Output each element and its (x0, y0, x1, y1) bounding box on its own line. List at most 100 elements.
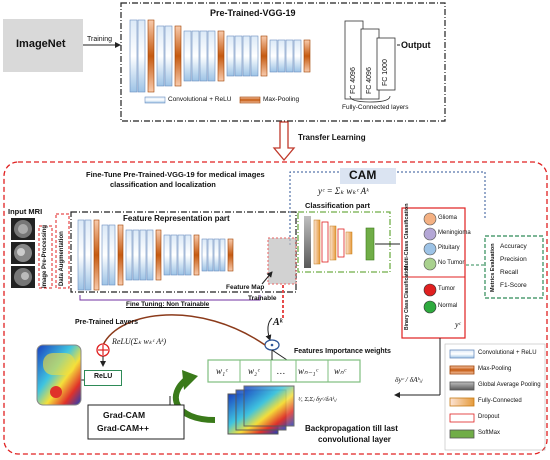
fc-label-3: FC 1000 (382, 59, 389, 86)
fc-label-2: FC 4096 (366, 67, 373, 94)
conv-layer (146, 229, 154, 281)
metric-precision: Precision (500, 256, 527, 263)
conv-layer (207, 30, 216, 82)
conv-layer (250, 35, 259, 77)
grad-formula-2: δyᶜ / δAᵏᵢⱼ (395, 375, 423, 384)
weight-n-1: wₙ₋₁ᶜ (298, 366, 318, 376)
classification-part-label: Classification part (305, 201, 371, 210)
conv-layer (129, 19, 138, 93)
conv-layer (277, 39, 286, 73)
conv-layer (170, 234, 178, 276)
cam-formula: yᶜ = Σₖ wₖᶜ Aᵏ (318, 186, 369, 196)
metric-accuracy: Accuracy (500, 243, 527, 250)
binary-label: Normal (438, 303, 458, 309)
augmentation-box (55, 213, 70, 289)
legend-label: Fully-Connected (478, 398, 522, 404)
conv-layer (164, 25, 173, 87)
legend-swatch (449, 381, 475, 391)
legend-swatch (449, 397, 475, 407)
class-label: No Tumor (438, 260, 465, 266)
preprocessing-box (38, 225, 53, 289)
multi-class-label: Multi-Class Classification (404, 203, 410, 270)
main-title-line2: classification and localization (110, 180, 216, 189)
relu-formula: ReLU(Σₖ wₖᶜ Aᵏ) (112, 337, 166, 346)
conv-layer (183, 30, 192, 82)
main-layer-stack (77, 219, 234, 291)
main-title-line1: Fine-Tune Pre-Trained-VGG-19 for medical… (86, 170, 265, 179)
conv-layer (201, 238, 208, 272)
legend-swatches (449, 349, 475, 439)
transfer-learning-label: Transfer Learning (298, 133, 366, 142)
cam-label-bg (340, 168, 396, 184)
pool-layer (193, 234, 200, 276)
top-fc-blocks (344, 20, 396, 100)
legend-swatch (449, 429, 475, 439)
conv-layer (156, 25, 165, 87)
conv-layer (139, 229, 147, 281)
binary-circle (423, 283, 437, 297)
pool-layer (174, 25, 182, 87)
conv-layer (293, 39, 302, 73)
fc-label-1: FC 4096 (350, 67, 357, 94)
output-box (401, 207, 466, 339)
legend-label: Max-Pooling (478, 366, 512, 372)
weights-row (207, 359, 361, 383)
pretrained-layers-label: Pre-Trained Layers (75, 319, 139, 326)
binary-label: Tumor (438, 286, 456, 292)
legend-label: Global Average Pooling (478, 382, 541, 388)
input-mri-stack (11, 218, 35, 288)
conv-layer (207, 238, 214, 272)
vgg-top-title: Pre-Trained-VGG-19 (210, 8, 296, 18)
class-circles (423, 212, 437, 314)
legend-swatch (449, 413, 475, 423)
class-circle (423, 227, 437, 241)
classifier-stack (304, 216, 375, 268)
weight-2: w₂ᶜ (248, 366, 260, 376)
backprop-line1: Backpropagation till last (305, 424, 398, 433)
trainable-label: Trainable (248, 295, 277, 302)
classification-frame (297, 211, 391, 273)
pool-layer (93, 219, 100, 291)
conv-layer (84, 219, 92, 291)
imagenet-box (3, 19, 83, 72)
main-frame (3, 161, 548, 455)
augmentation-label: Data Augmentation (59, 231, 65, 286)
weight-1: w₁ᶜ (216, 366, 228, 376)
legend-swatch (449, 349, 475, 359)
conv-layer (269, 39, 278, 73)
gradcampp-label: Grad-CAM++ (97, 423, 149, 433)
pool-layer (303, 39, 311, 73)
pool-layer (227, 238, 234, 272)
ak-label: Aᵏ (273, 317, 283, 328)
legend-label: Dropout (478, 414, 500, 420)
feature-part-label: Feature Representation part (123, 214, 230, 223)
conv-layer (101, 224, 109, 286)
legend-label: Convolutional + ReLU (478, 350, 537, 356)
trainable-layers (267, 237, 297, 285)
output-label: Output (401, 40, 431, 50)
relu-box (84, 370, 122, 386)
conv-layer (77, 219, 85, 291)
top-layer-stack (129, 19, 311, 93)
feature-map-label: Feature Map (226, 284, 265, 291)
legend-frame (444, 343, 546, 451)
conv-layer (242, 35, 251, 77)
gradcam-label: Grad-CAM (103, 410, 146, 420)
conv-layer (163, 234, 171, 276)
vgg-top-frame (120, 2, 446, 122)
class-circle (423, 242, 437, 256)
metric-recall: Recall (500, 269, 519, 276)
weight-n: wₙᶜ (334, 366, 346, 376)
transfer-arrow (272, 121, 296, 162)
input-mri-label: Input MRI (8, 207, 43, 216)
binary-class-label: Binary Class Classification (404, 265, 410, 330)
class-label: Glioma (438, 215, 458, 221)
importance-label: Features Importance weights (294, 348, 391, 355)
binary-circle (423, 300, 437, 314)
conv-layer (132, 229, 140, 281)
cam-title: CAM (349, 168, 377, 182)
conv-layer (137, 19, 146, 93)
conv-layer (177, 234, 185, 276)
conv-layer (226, 35, 235, 77)
class-circle (423, 212, 437, 226)
